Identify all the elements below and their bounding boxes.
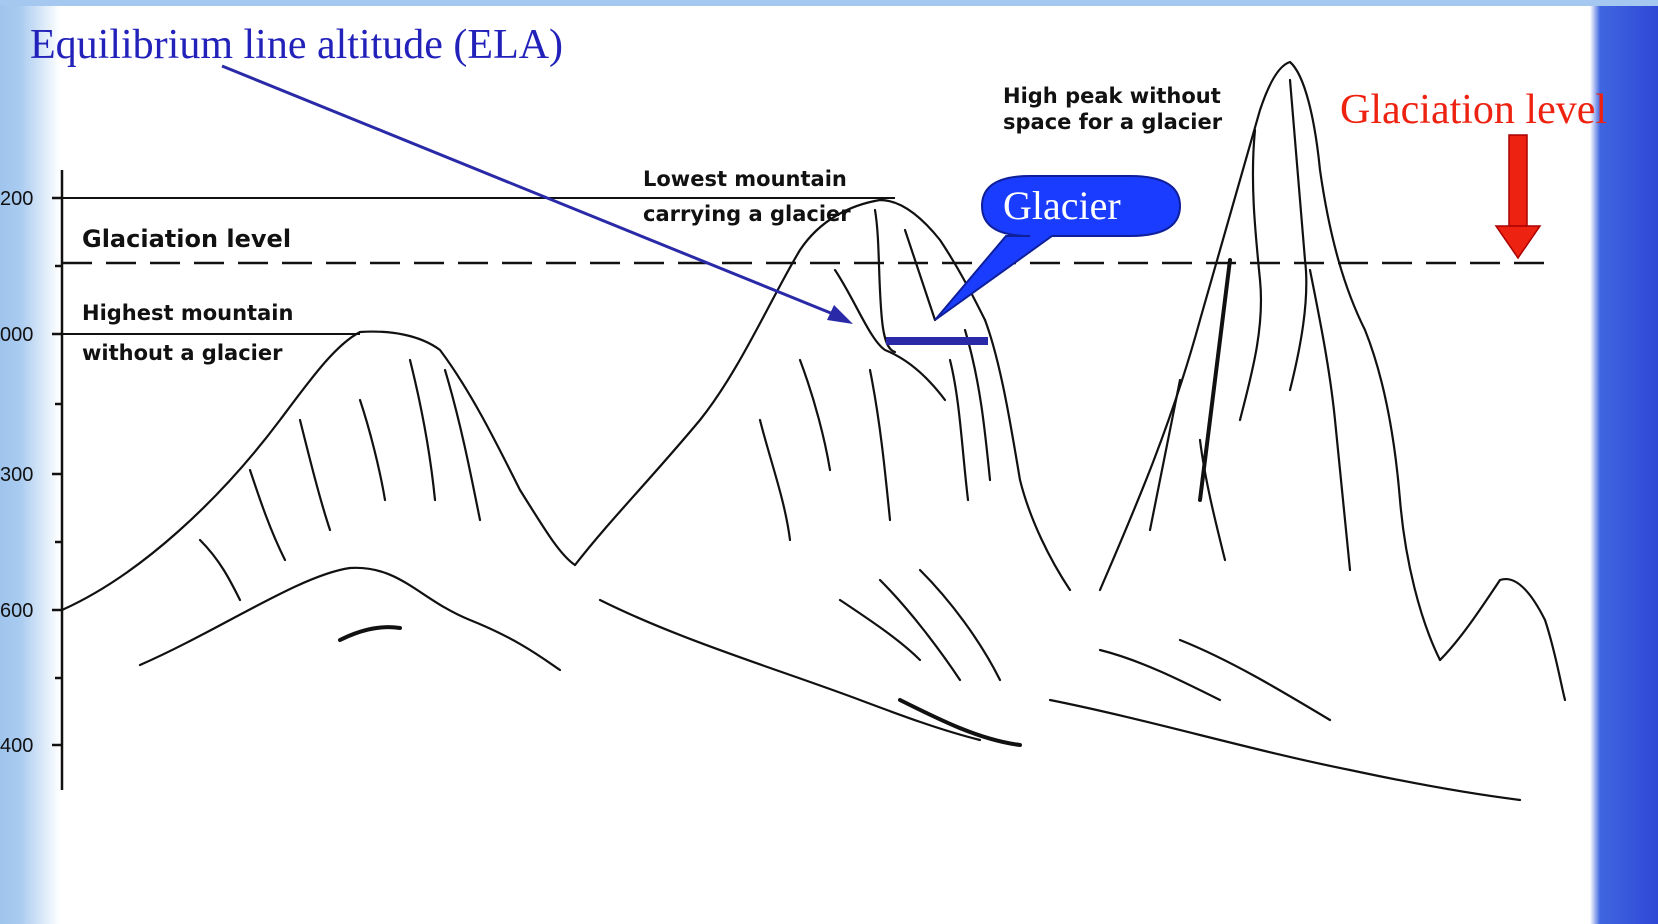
middle-mountain	[575, 200, 985, 565]
axis-tick-label: 400	[0, 735, 33, 757]
ela-arrow-head	[827, 305, 853, 324]
highest-mountain-label-line1: Highest mountain	[82, 301, 293, 325]
left-mountain	[62, 332, 575, 610]
axis-tick-labels: 200 000 300 600 400	[0, 188, 33, 757]
axis-tick-label: 600	[0, 600, 33, 622]
glacier-ela-bar	[886, 337, 988, 345]
high-peak-label-line2: space for a glacier	[1003, 110, 1223, 134]
lowest-mountain-label-line2: carrying a glacier	[643, 202, 851, 226]
axis-tick-label: 200	[0, 188, 33, 210]
lowest-mountain-label-line1: Lowest mountain	[643, 167, 847, 191]
ela-arrow-line	[222, 66, 843, 318]
glaciation-level-label: Glaciation level	[82, 225, 291, 253]
high-peak	[1100, 62, 1440, 660]
high-peak-label-line1: High peak without	[1003, 84, 1221, 108]
red-arrow-head	[1496, 226, 1540, 258]
altitude-axis	[52, 170, 62, 790]
glacier-callout-text: Glacier	[1003, 183, 1121, 228]
axis-tick-label: 300	[0, 464, 33, 486]
highest-mountain-label-line2: without a glacier	[82, 341, 283, 365]
glaciation-level-red-label: Glaciation level	[1340, 87, 1607, 133]
ela-label: Equilibrium line altitude (ELA)	[30, 22, 563, 68]
red-arrow-shaft	[1509, 135, 1527, 227]
axis-tick-label: 000	[0, 324, 33, 346]
